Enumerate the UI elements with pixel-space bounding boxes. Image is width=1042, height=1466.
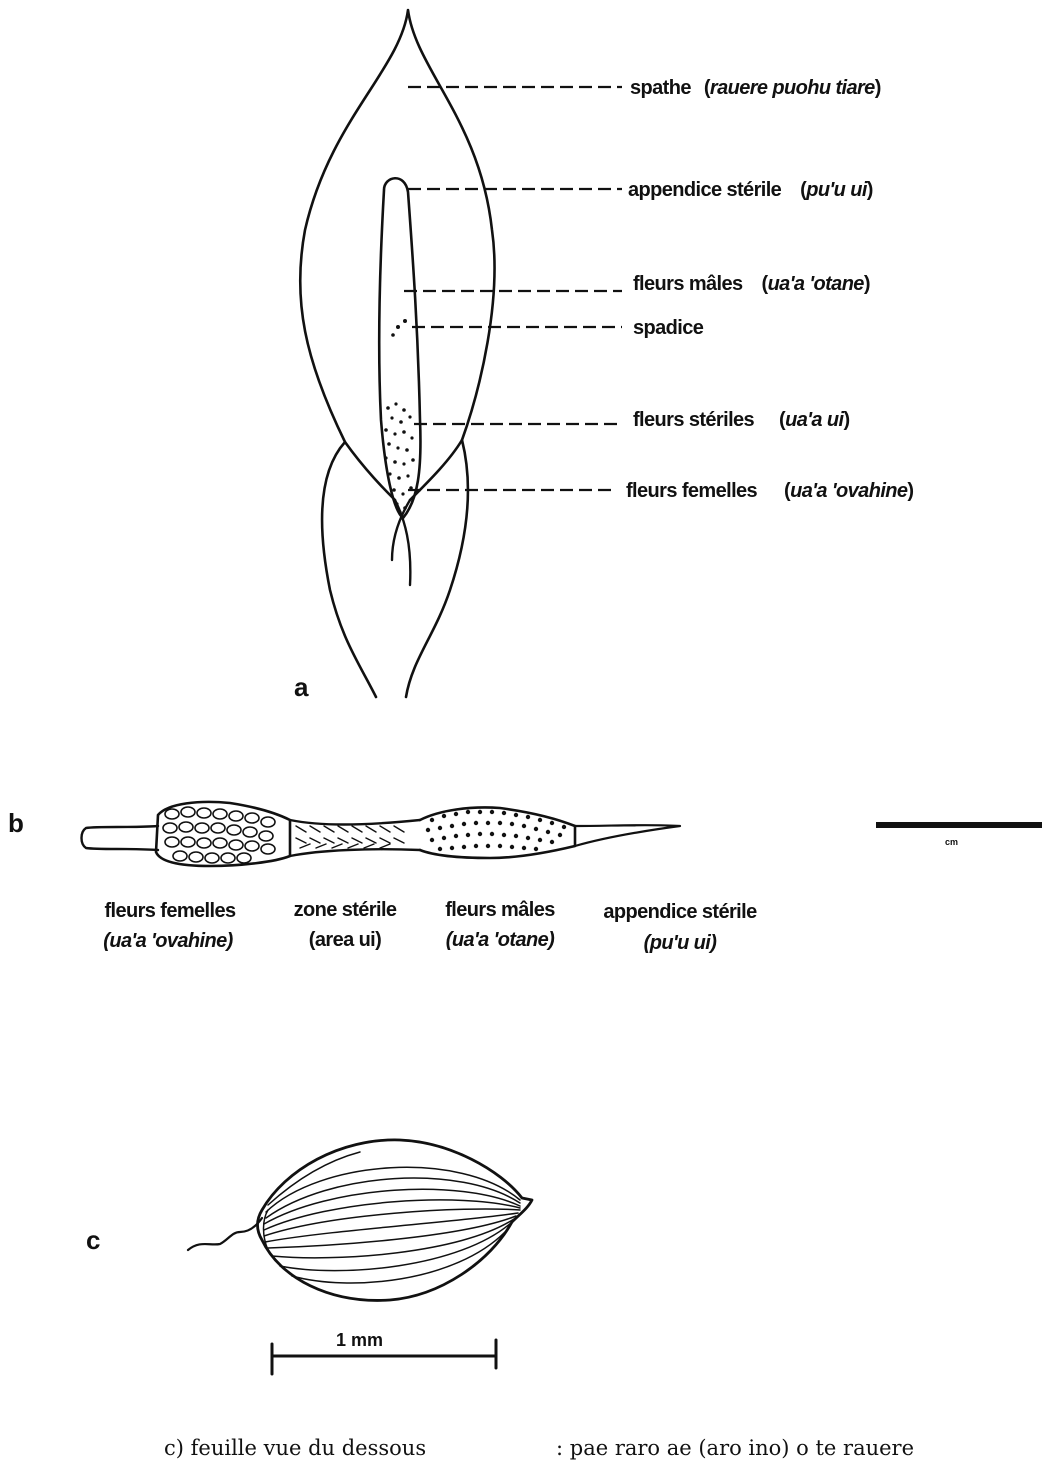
label-spathe-local: rauere puohu tiare bbox=[710, 77, 875, 99]
panel-a-labels: spathe (rauere puohu tiare) appendice st… bbox=[626, 77, 913, 502]
zone-label-fleurs-males-local: (ua'a 'otane) bbox=[446, 929, 555, 951]
label-fleurs-steriles-term: fleurs stériles bbox=[633, 409, 755, 431]
zone-label-appendice-sterile: appendice stérile bbox=[603, 901, 757, 923]
panel-c-drawing bbox=[188, 1140, 532, 1300]
label-spathe-term: spathe bbox=[630, 77, 691, 99]
sterile-appendix bbox=[575, 825, 680, 846]
caption-right: : pae raro ae (aro ino) o te rauere bbox=[556, 1436, 914, 1460]
label-fleurs-femelles-local: ua'a 'ovahine bbox=[790, 480, 908, 502]
spadix-outline bbox=[379, 178, 420, 518]
female-zone-outline bbox=[156, 802, 290, 866]
caption: c) feuille vue du dessous : pae raro ae … bbox=[164, 1436, 914, 1460]
seed-outline bbox=[258, 1140, 533, 1300]
panel-a-leaders bbox=[404, 87, 622, 490]
label-fleurs-males-local: ua'a 'otane bbox=[768, 273, 865, 295]
label-fleurs-steriles-local: ua'a ui bbox=[785, 409, 844, 431]
panel-c-scale-bar: 1 mm bbox=[272, 1330, 496, 1374]
zone-label-appendice-sterile-local: (pu'u ui) bbox=[644, 932, 718, 954]
label-fleurs-males: fleurs mâles (ua'a 'otane) bbox=[633, 273, 870, 295]
zone-label-fleurs-femelles-local: (ua'a 'ovahine) bbox=[103, 930, 233, 952]
label-appendice-term: appendice stérile bbox=[628, 179, 782, 201]
panel-c-letter: c bbox=[86, 1225, 100, 1255]
zone-label-fleurs-femelles: fleurs femelles bbox=[104, 900, 236, 922]
panel-b-letter: b bbox=[8, 808, 24, 838]
scale-bar-b-label: cm bbox=[945, 837, 958, 847]
label-fleurs-steriles: fleurs stériles (ua'a ui) bbox=[633, 409, 850, 431]
panel-b-drawing bbox=[82, 802, 681, 866]
label-spadice: spadice bbox=[633, 317, 704, 339]
spathe-outline bbox=[300, 10, 494, 500]
female-flowers bbox=[163, 807, 275, 863]
scale-bar-b bbox=[876, 822, 1042, 828]
label-spadice-term: spadice bbox=[633, 317, 704, 339]
label-appendice-sterile: appendice stérile (pu'u ui) bbox=[628, 179, 873, 201]
panel-a-letter: a bbox=[294, 672, 309, 702]
label-fleurs-femelles: fleurs femelles (ua'a 'ovahine) bbox=[626, 480, 913, 502]
spathe-tube bbox=[322, 440, 468, 697]
label-fleurs-males-term: fleurs mâles bbox=[633, 273, 743, 295]
panel-a-drawing bbox=[300, 10, 494, 697]
zone-label-zone-sterile-local: (area ui) bbox=[309, 929, 381, 951]
seed-ribs bbox=[264, 1152, 521, 1283]
label-spathe: spathe (rauere puohu tiare) bbox=[630, 77, 881, 99]
label-appendice-local: pu'u ui bbox=[805, 179, 868, 201]
spadix-stalk bbox=[82, 826, 159, 850]
zone-label-fleurs-males: fleurs mâles bbox=[445, 899, 555, 921]
panel-b-scale-bar: cm bbox=[876, 822, 1042, 847]
caption-left: c) feuille vue du dessous bbox=[164, 1436, 426, 1460]
scale-bar-c-label: 1 mm bbox=[336, 1330, 383, 1350]
zone-label-zone-sterile: zone stérile bbox=[294, 899, 397, 921]
panel-b-labels: fleurs femelles (ua'a 'ovahine) zone sté… bbox=[103, 899, 757, 954]
seed-stalk bbox=[188, 1218, 262, 1250]
label-fleurs-femelles-term: fleurs femelles bbox=[626, 480, 758, 502]
sterile-zone-texture bbox=[296, 826, 404, 848]
